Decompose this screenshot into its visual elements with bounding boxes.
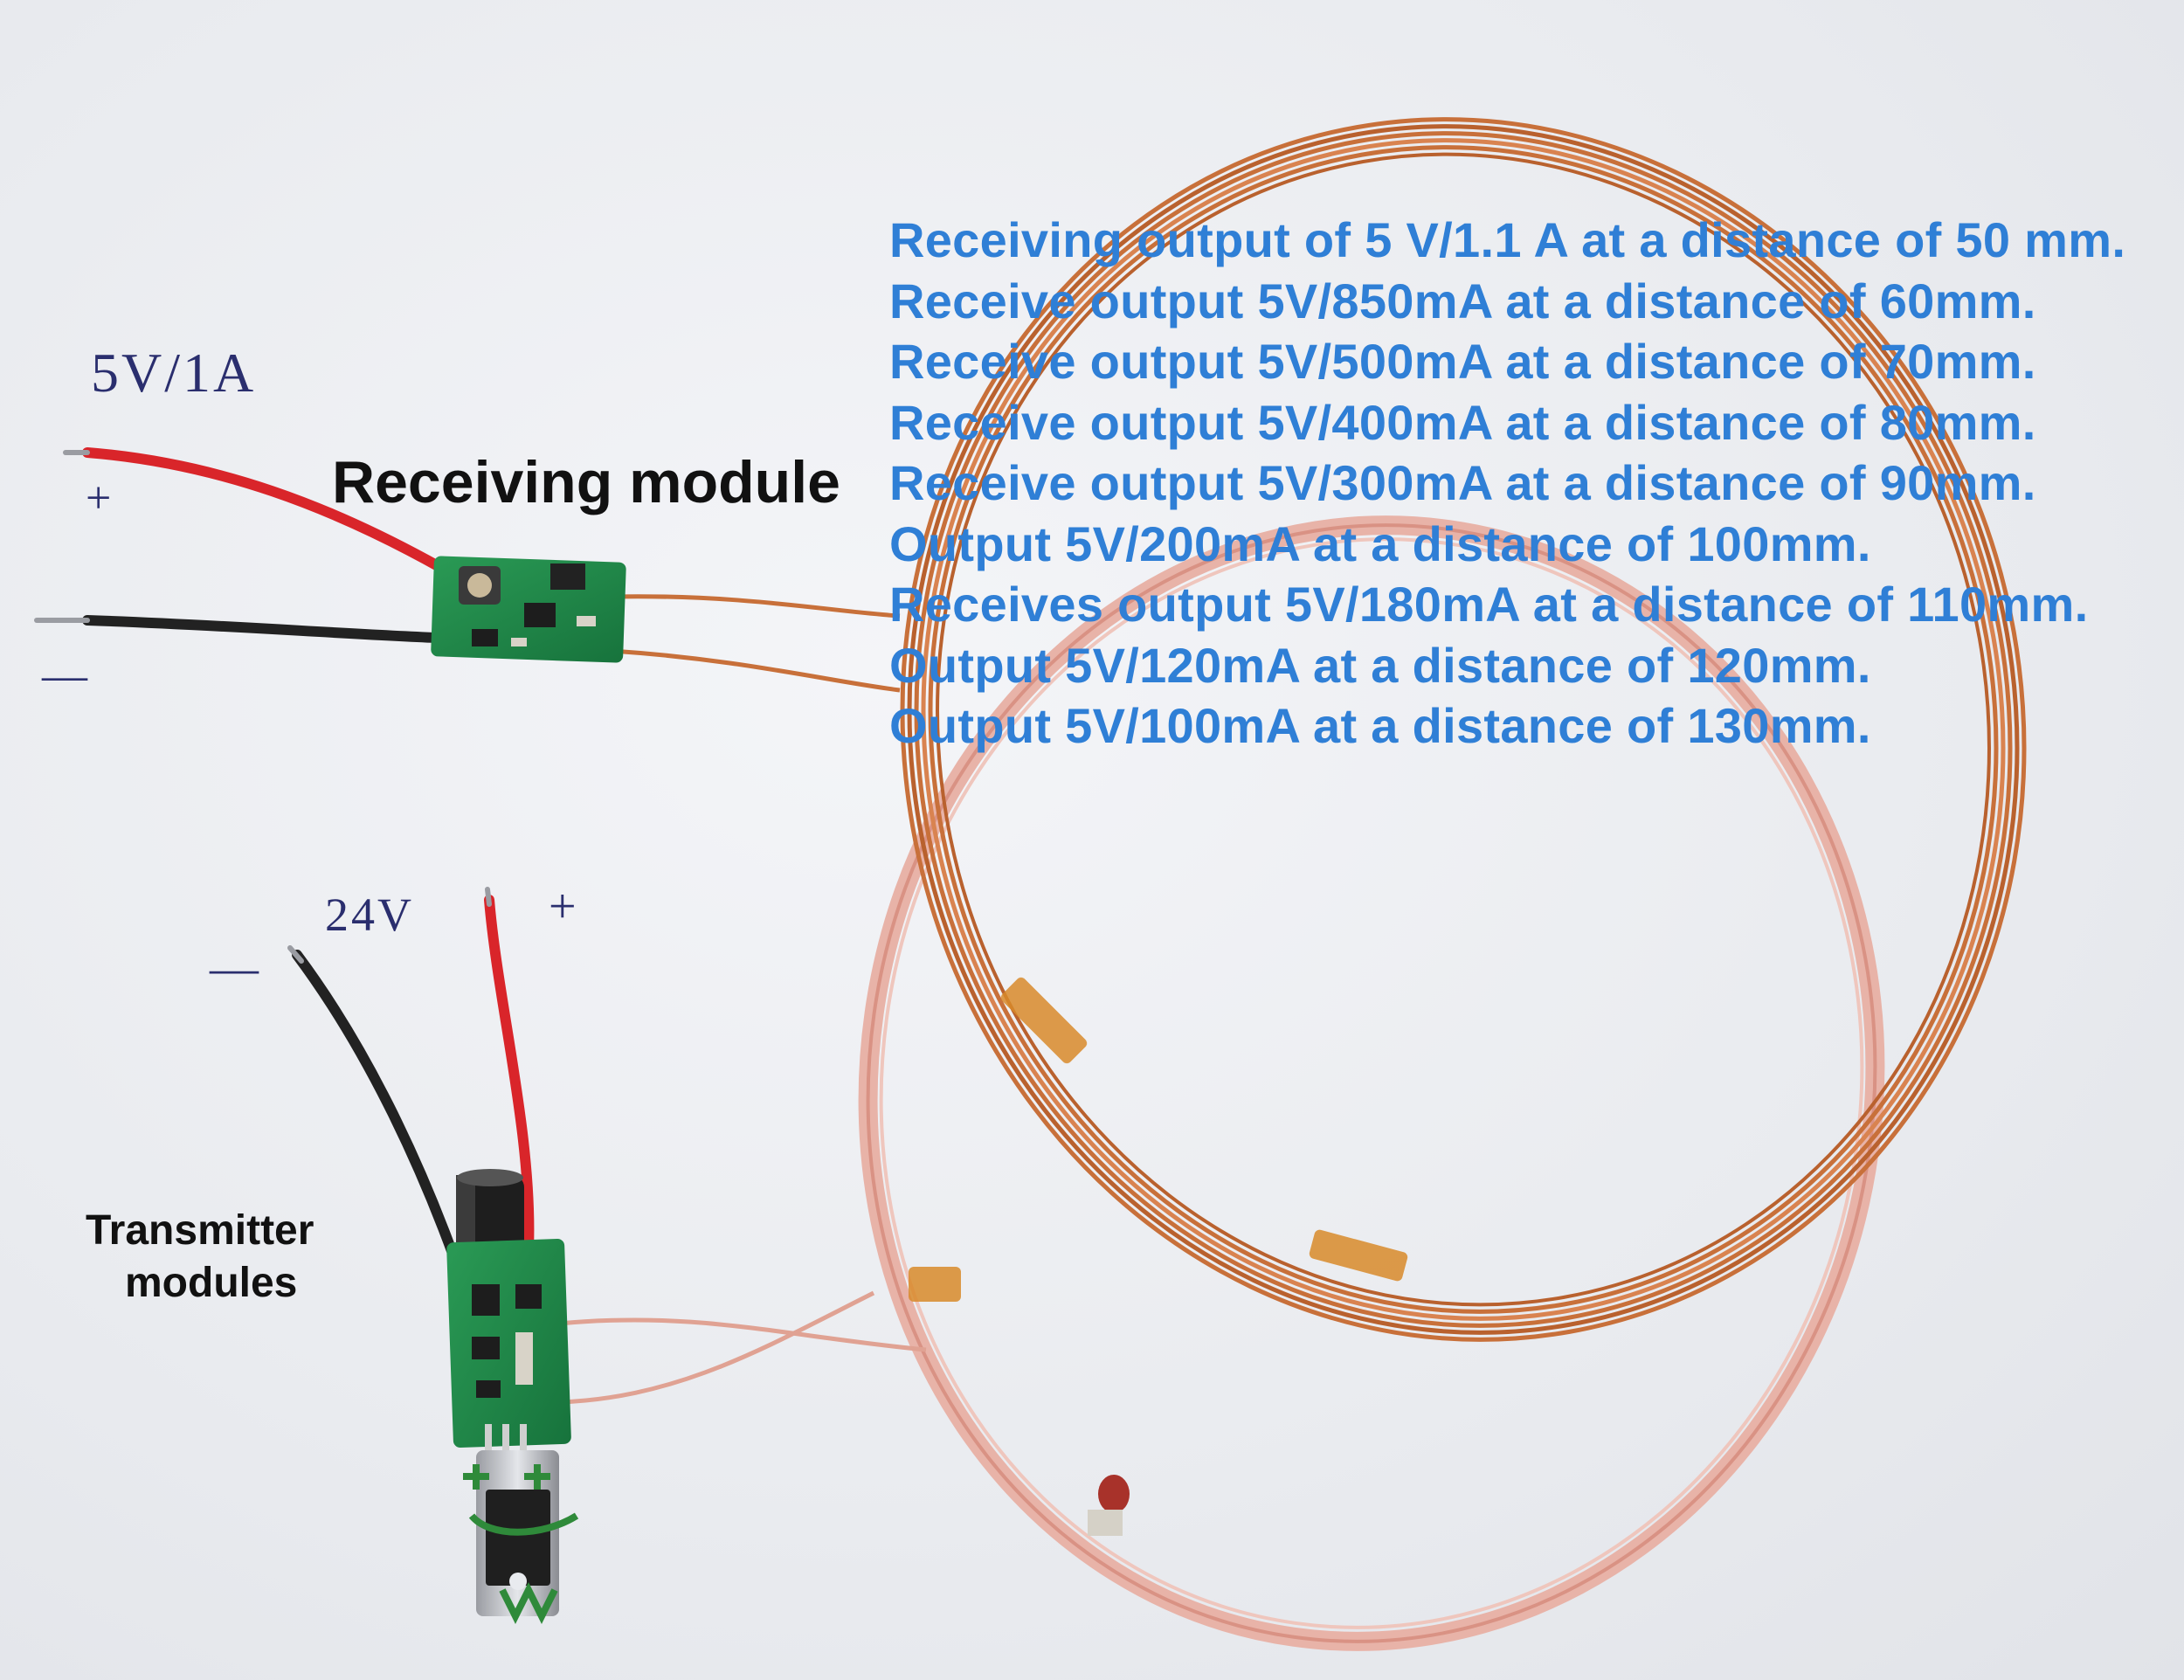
kapton-tape — [909, 977, 1408, 1302]
spec-line: Output 5V/200mA at a distance of 100mm. — [889, 515, 1871, 571]
receiver-wires — [34, 447, 446, 643]
spec-line: Receiving output of 5 V/1.1 A at a dista… — [889, 212, 2126, 267]
receiver-coil — [900, 117, 2027, 1342]
receiver-rating-label: 5V/1A — [91, 342, 257, 404]
transmitter-wires — [287, 887, 535, 1263]
spec-line: Receive output 5V/850mA at a distance of… — [889, 273, 2036, 328]
transmitter-title-line2: modules — [125, 1260, 298, 1306]
receiver-minus-label: — — [42, 651, 87, 701]
distance-output-spec-list: Receiving output of 5 V/1.1 A at a dista… — [889, 210, 2125, 757]
spec-line: Receive output 5V/300mA at a distance of… — [889, 455, 2036, 510]
receiver-pcb — [431, 556, 626, 663]
spec-line: Receive output 5V/400mA at a distance of… — [889, 394, 2036, 450]
transmitter-voltage-label: 24V — [325, 888, 414, 941]
spec-line: Output 5V/100mA at a distance of 130mm. — [889, 698, 1871, 753]
receiver-title: Receiving module — [332, 449, 840, 515]
transmitter-title-line1: Transmitter — [86, 1207, 314, 1254]
spec-line: Receives output 5V/180mA at a distance o… — [889, 577, 2089, 632]
receiver-plus-label: + — [86, 474, 112, 523]
mosfet-heatsink — [476, 1450, 559, 1616]
receiver-coil-leads — [611, 594, 901, 693]
transmitter-coil-leads — [558, 1290, 927, 1405]
transmitter-minus-label: — — [210, 941, 259, 995]
transmitter-pcb — [446, 1238, 571, 1450]
spec-line: Receive output 5V/500mA at a distance of… — [889, 334, 2036, 389]
spec-line: Output 5V/120mA at a distance of 120mm. — [889, 637, 1871, 693]
transmitter-plus-label: + — [549, 880, 577, 934]
watermark — [463, 1464, 579, 1624]
solder-joint — [1088, 1475, 1130, 1536]
